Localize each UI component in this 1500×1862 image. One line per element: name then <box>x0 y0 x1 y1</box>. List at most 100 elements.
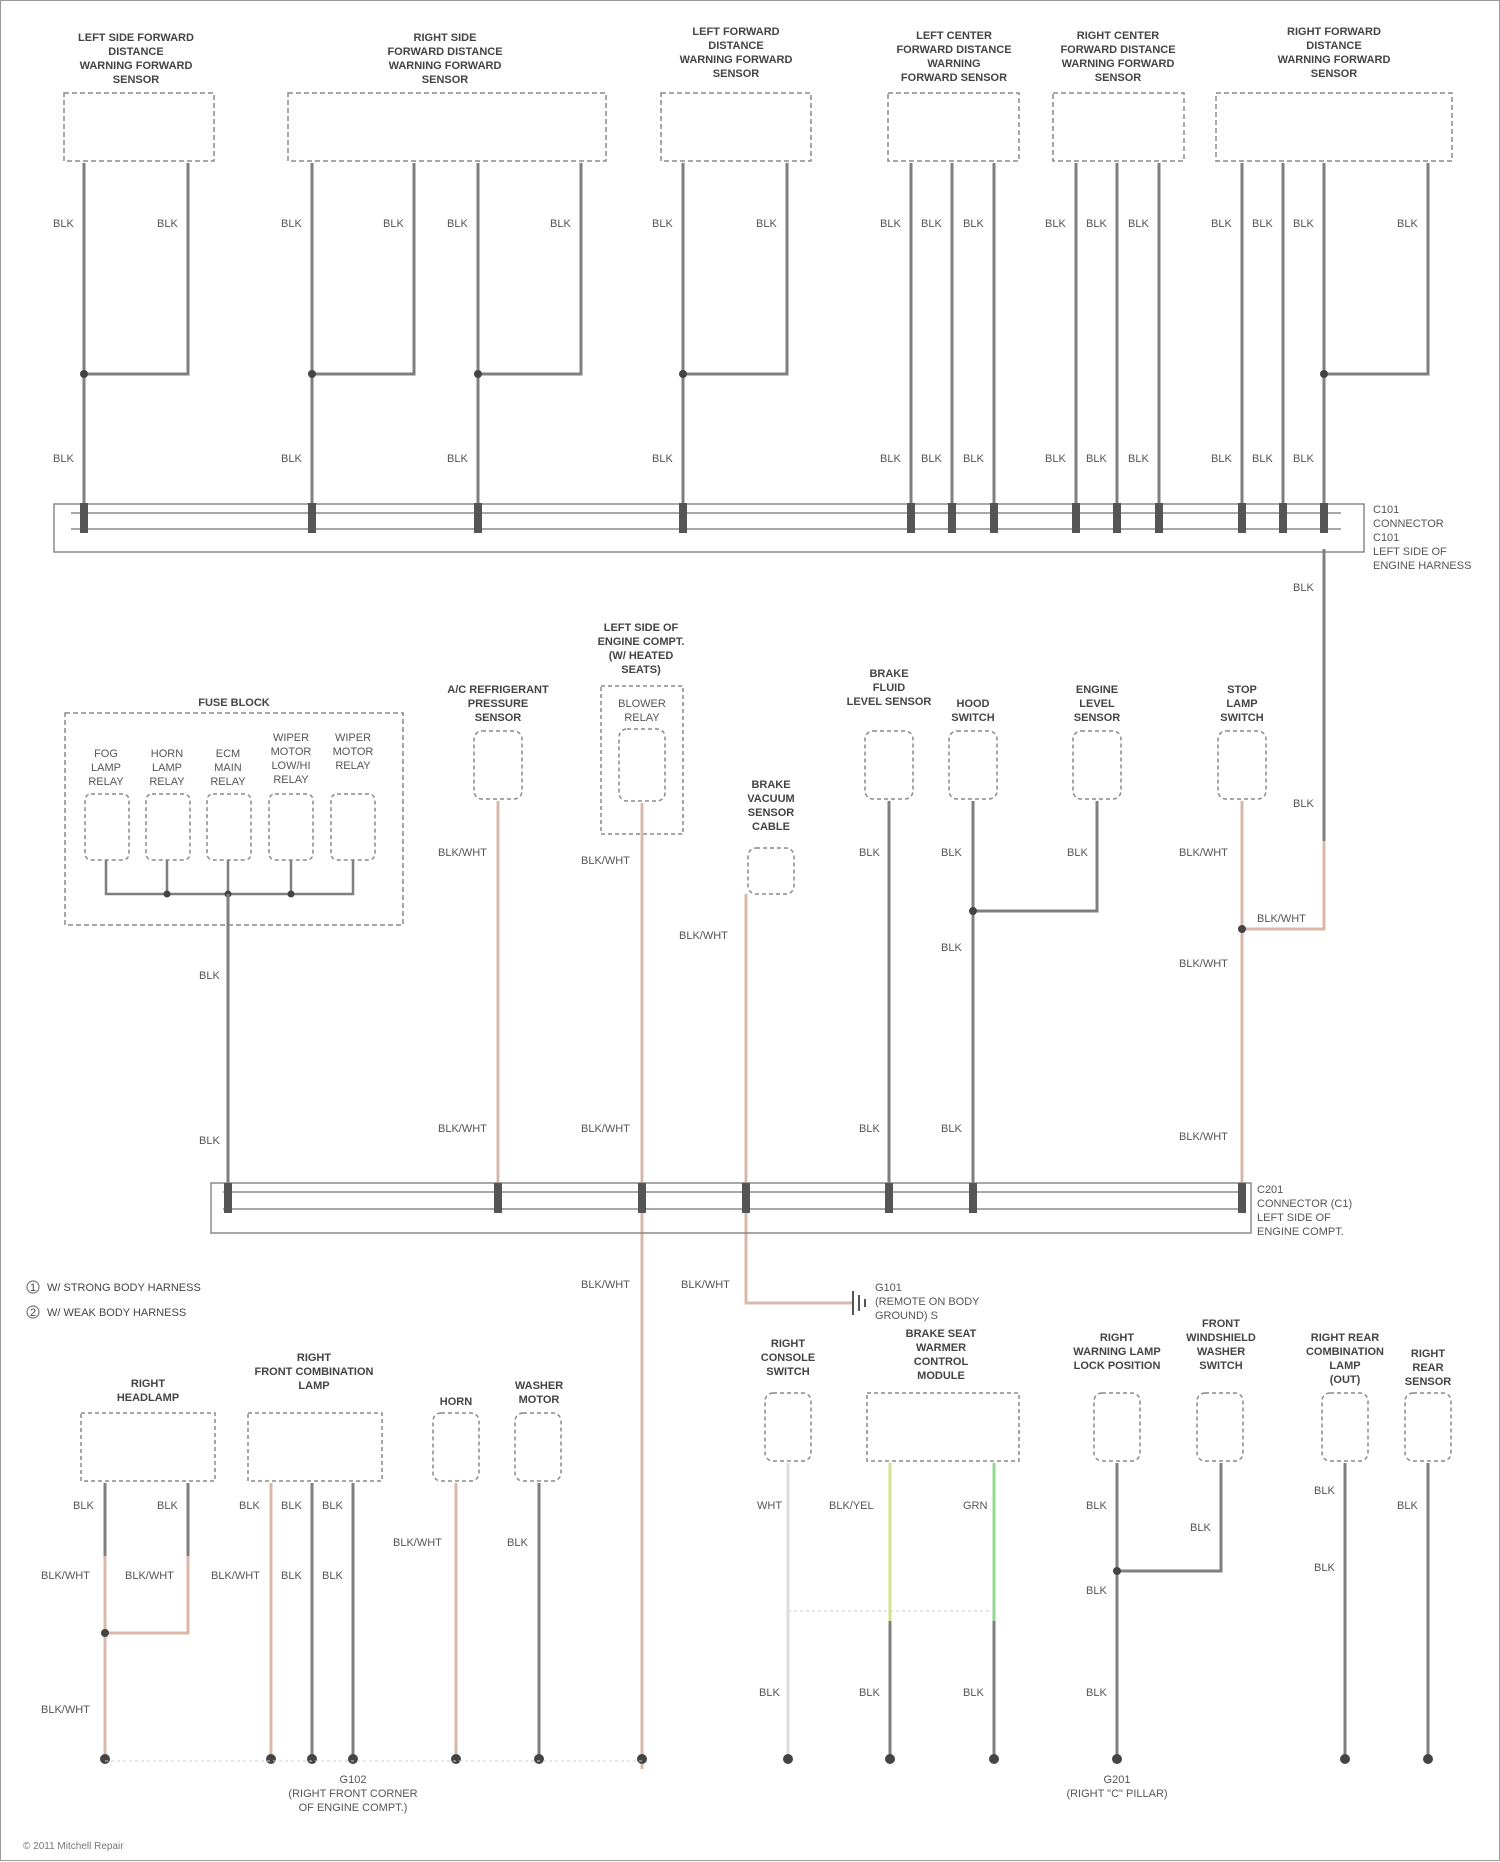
bottom-right-labels: RIGHT CONSOLE SWITCH BRAKE SEAT WARMER C… <box>761 1318 1451 1388</box>
wire-c2-d <box>478 163 581 374</box>
relay-labels: FOG LAMP RELAY HORN LAMP RELAY ECM MAIN … <box>88 732 373 788</box>
bottom-label-r6-2: REAR <box>1412 1362 1443 1374</box>
bottom-label-r4-4: SWITCH <box>1199 1360 1242 1372</box>
bottom-label-r2-2: WARMER <box>916 1342 966 1354</box>
splice <box>969 907 977 915</box>
wire-label: BLK/WHT <box>41 1704 90 1716</box>
ground-g102-label-3: OF ENGINE COMPT.) <box>299 1802 408 1814</box>
pin <box>1113 503 1121 533</box>
wire-label: BLK <box>1397 218 1418 230</box>
wire-label: BLK <box>199 1135 220 1147</box>
connector-c101-label-1: C101 <box>1373 504 1399 516</box>
wire-label: BLK <box>53 218 74 230</box>
component-label-c3-4: SENSOR <box>713 68 760 80</box>
component-label-c2-1: RIGHT SIDE <box>414 32 477 44</box>
fuse-block-ground-wire: BLK BLK <box>199 894 228 1205</box>
legend-mark-1: 1 <box>30 1282 36 1294</box>
mid-label-m4-3: LEVEL SENSOR <box>847 696 932 708</box>
bottom-label-r3-2: WARNING LAMP <box>1073 1346 1160 1358</box>
mid-label-m2-1: LEFT SIDE OF <box>604 622 679 634</box>
component-box-c1 <box>64 93 214 161</box>
component-box-c3 <box>661 93 811 161</box>
mid-label-m1-1: A/C REFRIGERANT <box>447 684 549 696</box>
component-label-c1-2: DISTANCE <box>108 46 163 58</box>
wire-label: BLK <box>963 1687 984 1699</box>
wire-label: BLK <box>859 1687 880 1699</box>
component-label-c5-2: FORWARD DISTANCE <box>1060 44 1175 56</box>
mid-label-m6-2: LEVEL <box>1079 698 1115 710</box>
wire-label: BLK/WHT <box>438 1123 487 1135</box>
component-label-c6-3: WARNING FORWARD <box>1278 54 1391 66</box>
wire-label: BLK/WHT <box>581 1123 630 1135</box>
component-label-c1-4: SENSOR <box>113 74 160 86</box>
blower-relay-label-1: BLOWER <box>618 698 666 710</box>
wire-label: BLK/WHT <box>1257 913 1306 925</box>
component-box-c5 <box>1053 93 1184 161</box>
component-label-c1-3: WARNING FORWARD <box>80 60 193 72</box>
relay-2-label-1: HORN <box>151 748 183 760</box>
component-label-c4-2: FORWARD DISTANCE <box>896 44 1011 56</box>
relay-bus-wire <box>106 860 353 894</box>
component-box-c2 <box>288 93 606 161</box>
relay-5-label-1: WIPER <box>335 732 371 744</box>
ground-g102-points <box>100 1754 647 1764</box>
pin <box>885 1183 893 1213</box>
wire-label: BLK <box>1086 218 1107 230</box>
splice-c2b <box>474 370 482 378</box>
ground-g101-label-1: G101 <box>875 1282 902 1294</box>
splice <box>164 891 171 898</box>
wire-label: BLK <box>322 1500 343 1512</box>
relay-4-label-2: MOTOR <box>271 746 312 758</box>
component-box-r3 <box>1094 1393 1140 1461</box>
component-label-c1-1: LEFT SIDE FORWARD <box>78 32 194 44</box>
wire-label: BLK/YEL <box>829 1500 874 1512</box>
relay-2-label-3: RELAY <box>149 776 185 788</box>
pin <box>742 1183 750 1213</box>
mid-label-m2-2: ENGINE COMPT. <box>598 636 685 648</box>
mid-label-m7-1: STOP <box>1227 684 1257 696</box>
top-component-labels: LEFT SIDE FORWARD DISTANCE WARNING FORWA… <box>78 26 1390 86</box>
bottom-right-boxes <box>765 1393 1451 1461</box>
wire-label: BLK <box>1086 453 1107 465</box>
bottom-label-b3-1: HORN <box>440 1396 472 1408</box>
bottom-label-r4-1: FRONT <box>1202 1318 1240 1330</box>
pin <box>308 503 316 533</box>
connector-c101-outline <box>54 504 1364 552</box>
bottom-label-r1-2: CONSOLE <box>761 1352 815 1364</box>
bottom-label-r5-2: COMBINATION <box>1306 1346 1384 1358</box>
component-box-b1 <box>81 1413 215 1481</box>
wire-label: BLK <box>1314 1562 1335 1574</box>
component-box-m7 <box>1218 731 1266 799</box>
relay-box-2 <box>146 794 190 860</box>
component-label-c6-2: DISTANCE <box>1306 40 1361 52</box>
pin <box>990 503 998 533</box>
component-box-m6 <box>1073 731 1121 799</box>
ground-g102-label-2: (RIGHT FRONT CORNER <box>288 1788 417 1800</box>
wire-label: BLK <box>859 1123 880 1135</box>
pin <box>474 503 482 533</box>
wire-label: BLK <box>281 453 302 465</box>
wire-label: BLK <box>383 218 404 230</box>
mid-label-m4-2: FLUID <box>873 682 905 694</box>
component-label-c6-1: RIGHT FORWARD <box>1287 26 1381 38</box>
relay-2-label-2: LAMP <box>152 762 182 774</box>
mid-wire-labels: BLK/WHT BLK/WHT BLK/WHT BLK BLK BLK BLK … <box>438 847 1306 1291</box>
mid-label-m1-2: PRESSURE <box>468 698 529 710</box>
ground-point <box>100 1754 110 1764</box>
relay-3-label-3: RELAY <box>210 776 246 788</box>
wire-b1-b-lower <box>105 1556 188 1633</box>
component-box-m4 <box>865 731 913 799</box>
bottom-left-labels: RIGHT HEADLAMP RIGHT FRONT COMBINATION L… <box>117 1352 563 1408</box>
ground-g201: G201 (RIGHT "C" PILLAR) <box>783 1754 1433 1800</box>
pin <box>638 1183 646 1213</box>
splice-c6 <box>1320 370 1328 378</box>
wire-label: BLK/WHT <box>1179 958 1228 970</box>
pin <box>80 503 88 533</box>
bottom-label-r2-4: MODULE <box>917 1370 965 1382</box>
relay-box-3 <box>207 794 251 860</box>
component-box-m1 <box>474 731 522 799</box>
bottom-label-r3-3: LOCK POSITION <box>1074 1360 1161 1372</box>
bottom-left-splices <box>101 1629 109 1637</box>
ground-g101: G101 (REMOTE ON BODY GROUND) S <box>853 1282 980 1322</box>
wire-label: BLK/WHT <box>1179 847 1228 859</box>
